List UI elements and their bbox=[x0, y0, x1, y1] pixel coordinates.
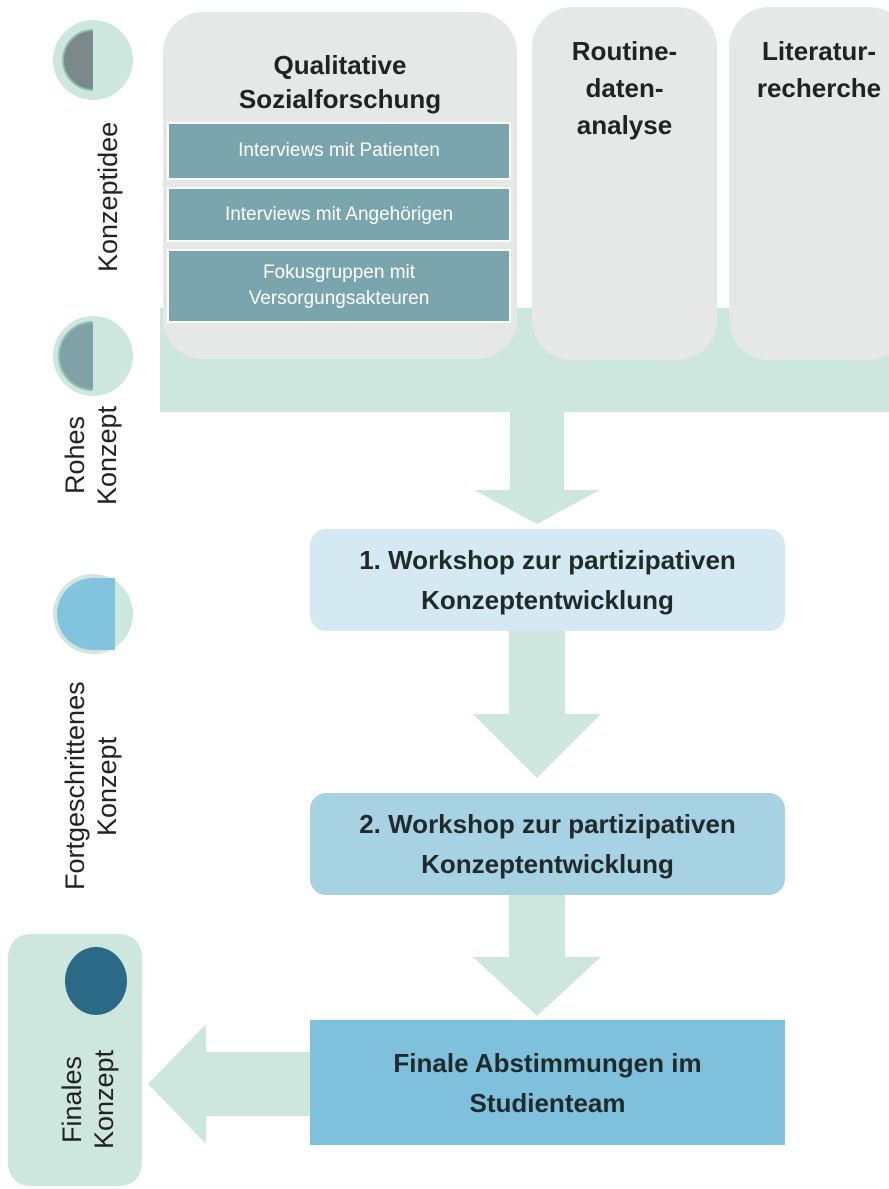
down-arrow-3 bbox=[473, 895, 601, 1016]
stage-advanced-label: Fortgeschrittenes Konzept bbox=[60, 681, 122, 891]
method-patient-interviews: Interviews mit Patienten bbox=[167, 122, 511, 180]
method-relative-interviews: Interviews mit Angehörigen bbox=[167, 187, 511, 242]
literature-panel: Literatur- recherche bbox=[729, 7, 889, 360]
routine-data-title: Routine- daten- analyse bbox=[571, 36, 678, 140]
literature-title: Literatur- recherche bbox=[756, 36, 882, 103]
workshop-1-box: 1. Workshop zur partizipativen Konzepten… bbox=[310, 529, 785, 631]
qualitative-research-title: Qualitative Sozialforschung bbox=[238, 50, 442, 114]
stage-idea-icon bbox=[53, 20, 133, 100]
down-arrow-2 bbox=[473, 631, 601, 778]
workshop-2-box: 2. Workshop zur partizipativen Konzepten… bbox=[310, 793, 785, 895]
down-arrow-1 bbox=[474, 412, 600, 524]
stage-raw-icon bbox=[53, 316, 133, 396]
left-arrow-final bbox=[148, 1024, 312, 1144]
stage-raw-label: Rohes Konzept bbox=[60, 405, 122, 505]
stage-advanced-icon bbox=[53, 574, 133, 654]
stage-final-icon bbox=[65, 947, 127, 1015]
stage-idea-label: Konzeptidee bbox=[93, 121, 123, 273]
routine-data-panel: Routine- daten- analyse bbox=[532, 7, 717, 360]
method-focus-groups: Fokusgruppen mit Versorgungsakteuren bbox=[167, 249, 511, 323]
stage-final-label: Finales Konzept bbox=[57, 1049, 119, 1149]
final-coordination-box: Finale Abstimmungen im Studienteam bbox=[310, 1020, 785, 1145]
